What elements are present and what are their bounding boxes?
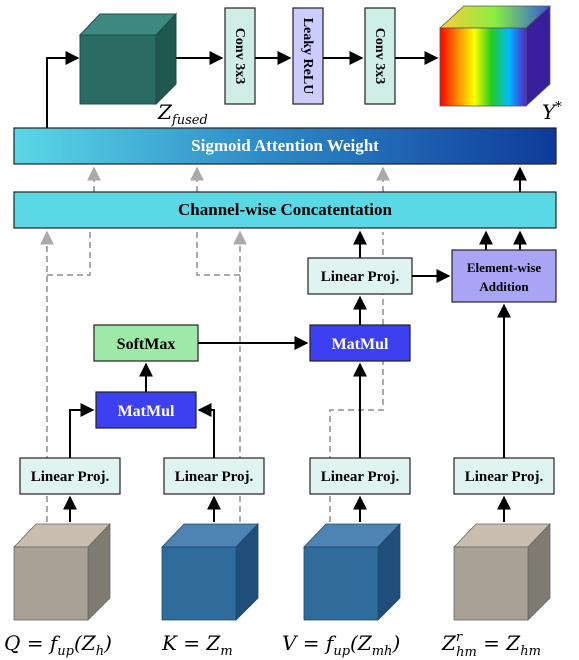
q-input-label: Q = fup(Zh) [4,631,112,659]
elementwise-line2: Addition [479,279,529,294]
conv3x3-box-1 [224,7,256,105]
zhm-input-cube [453,523,551,621]
linear-proj-q-box [19,457,121,495]
v-input-label: V = fup(Zmh) [282,631,400,659]
middle-arrows [63,269,511,522]
conv3x3-label-2: Conv 3x3 [372,28,387,84]
k-input-label: K = Zm [161,631,233,659]
channel-concat-bar [13,191,557,229]
y-star-label: Y* [542,100,562,124]
channel-concat-label: Channel-wise Concatentation [178,200,392,219]
conv3x3-box-2 [364,7,396,105]
q-input-cube [13,523,111,621]
output-rainbow-cube [438,5,552,107]
sigmoid-attention-bar [13,127,557,165]
linear-proj-v-box [309,457,411,495]
right-solid-arrows [353,166,527,260]
conv3x3-label-1: Conv 3x3 [232,28,247,84]
softmax-label: SoftMax [117,336,176,353]
leaky-relu-box [292,7,324,105]
z-fused-label: Zfused [157,100,208,128]
sigmoid-attention-label: Sigmoid Attention Weight [191,136,379,155]
matmul-left-box [95,391,197,429]
elementwise-line1: Element-wise [467,260,542,275]
k-input-cube [161,523,259,621]
elementwise-addition-box [451,249,557,303]
linear-proj-upper-label: Linear Proj. [321,269,400,285]
linear-proj-upper-box [307,257,413,295]
matmul-right-box [309,324,411,362]
matmul-right-label: MatMul [332,336,389,353]
linear-proj-zhm-label: Linear Proj. [465,469,544,485]
linear-proj-zhm-box [453,457,555,495]
v-input-cube [303,523,401,621]
top-row-arrows [46,51,439,128]
matmul-left-label: MatMul [118,403,175,420]
z-fused-cube [78,12,178,106]
leaky-relu-label: Leaky ReLU [300,18,315,95]
linear-proj-k-label: Linear Proj. [175,469,254,485]
linear-proj-k-box [163,457,265,495]
linear-proj-v-label: Linear Proj. [321,469,400,485]
linear-proj-q-label: Linear Proj. [31,469,110,485]
